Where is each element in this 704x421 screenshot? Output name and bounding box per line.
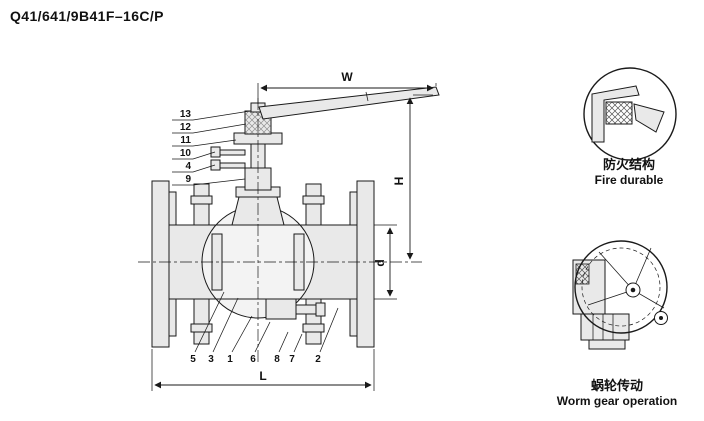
right-end-flange — [356, 180, 375, 348]
dimension-l: L — [151, 349, 375, 391]
ball-section — [633, 103, 665, 133]
fire-durable-detail: 防火结构 Fire durable — [583, 67, 677, 187]
callout-1: 1 — [227, 354, 233, 365]
dimension-d: d — [373, 224, 397, 300]
dimension-w: W — [257, 70, 437, 104]
worm-caption-en: Worm gear operation — [557, 394, 677, 408]
callout-6: 6 — [250, 354, 256, 365]
fire-caption-en: Fire durable — [595, 173, 664, 187]
callouts-bottom: 5 3 1 6 8 7 2 — [190, 291, 339, 365]
callout-7: 7 — [289, 354, 295, 365]
fire-seal-hatch — [605, 101, 633, 125]
callout-13: 13 — [180, 109, 192, 120]
callout-2: 2 — [315, 354, 321, 365]
callout-5: 5 — [190, 354, 196, 365]
callouts-top: 13 12 11 10 4 9 — [172, 109, 251, 186]
seat-section — [591, 85, 640, 143]
callout-3: 3 — [208, 354, 214, 365]
handwheel-rim — [574, 240, 668, 334]
input-shaft-dot — [659, 316, 663, 320]
callout-10: 10 — [180, 148, 192, 159]
dimension-h: H — [392, 94, 433, 260]
drain-nut — [315, 302, 326, 317]
gear-bracket — [580, 313, 630, 341]
callout-8: 8 — [274, 354, 280, 365]
dim-l-label: L — [259, 369, 266, 383]
callout-4: 4 — [185, 161, 191, 172]
gland-bolt-lower — [219, 162, 246, 169]
worm-caption-zh: 蜗轮传动 — [591, 378, 643, 393]
gland-bolt-head-upper — [210, 146, 221, 158]
dim-h-label: H — [392, 177, 406, 186]
left-flange-bolt-bottom — [190, 323, 213, 333]
handwheel-inner-rim — [581, 247, 661, 327]
drain-plug — [295, 304, 317, 315]
dim-d-label: d — [373, 259, 387, 266]
page-title: Q41/641/9B41F–16C/P — [10, 8, 164, 24]
worm-gear-detail: 蜗轮传动 Worm gear operation — [557, 240, 677, 408]
dim-w-label: W — [341, 70, 353, 84]
fire-caption-zh: 防火结构 — [603, 157, 655, 172]
handwheel-hub-dot — [630, 287, 636, 293]
main-valve-drawing: W H d L — [138, 70, 440, 391]
gear-base — [588, 339, 626, 350]
right-flange-bolt-bottom — [302, 323, 325, 333]
left-end-flange — [151, 180, 170, 348]
callout-12: 12 — [180, 122, 192, 133]
lever-handle — [258, 86, 440, 120]
gland-bolt-upper — [219, 149, 246, 156]
left-flange-bolt-top — [190, 195, 213, 205]
drain-boss — [265, 298, 297, 320]
gland-bolt-head-lower — [210, 159, 221, 171]
callout-9: 9 — [185, 174, 191, 185]
handle-grip-line — [365, 91, 369, 102]
callout-11: 11 — [180, 135, 191, 146]
right-flange-bolt-top — [302, 195, 325, 205]
